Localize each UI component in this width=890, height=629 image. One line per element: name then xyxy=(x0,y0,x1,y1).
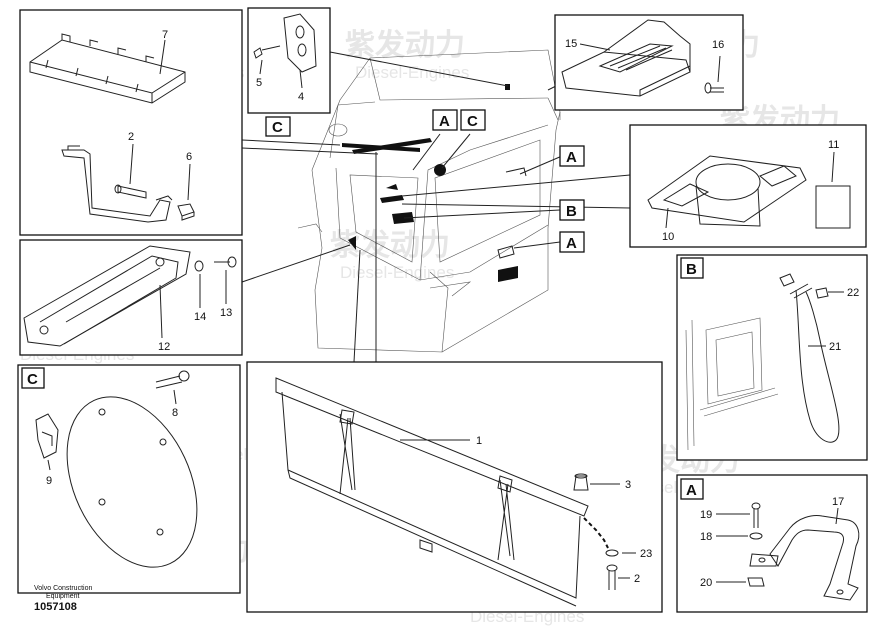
callout-12: 12 xyxy=(158,341,170,353)
part-16-screw xyxy=(704,82,724,94)
footer-brand-line2: Equipment xyxy=(46,593,80,600)
part-22-clip xyxy=(779,273,829,299)
detail-label-a xyxy=(680,478,704,500)
part-15-tray xyxy=(561,19,691,97)
view-label-c-1-text: C xyxy=(272,119,283,136)
part-6-nut xyxy=(177,203,195,221)
callout-21: 21 xyxy=(829,341,841,353)
callout-8: 8 xyxy=(172,407,178,419)
part-4-bracket xyxy=(283,13,317,73)
part-2-bracket xyxy=(61,145,173,223)
callout-2-top: 2 xyxy=(128,131,134,143)
detail-box-c xyxy=(17,364,241,594)
callout-2-bottom: 2 xyxy=(634,573,640,585)
detail-label-b xyxy=(680,257,704,279)
part-14-washer xyxy=(194,260,204,272)
part-12-grab-handle xyxy=(23,245,191,347)
part-8-screw xyxy=(155,370,190,389)
view-label-c-1 xyxy=(265,116,291,137)
watermark-cn-2: 紫发动力 xyxy=(345,28,465,63)
detail-label-c-text: C xyxy=(27,371,38,388)
detail-box-handrail xyxy=(19,9,243,236)
detail-box-tray xyxy=(554,14,744,111)
part-20-nut xyxy=(747,577,765,587)
callout-20: 20 xyxy=(700,577,712,589)
view-label-a-3 xyxy=(559,231,585,253)
callout-18: 18 xyxy=(700,531,712,543)
callout-14: 14 xyxy=(194,311,206,323)
callout-7: 7 xyxy=(162,29,168,41)
detail-label-c xyxy=(21,367,45,389)
view-label-c-2-text: C xyxy=(467,113,478,130)
part-7-cover xyxy=(29,33,186,104)
callout-9: 9 xyxy=(46,475,52,487)
part-9-clip xyxy=(35,413,59,459)
part-10-cupholder xyxy=(647,155,807,227)
part-18-washer xyxy=(749,532,763,540)
part-13-screw xyxy=(214,256,237,268)
detail-box-sunshade xyxy=(246,361,663,613)
callout-23: 23 xyxy=(640,548,652,560)
watermark-en-4: Diesel-Engines xyxy=(340,263,454,282)
callout-19: 19 xyxy=(700,509,712,521)
cab-drawing xyxy=(297,49,561,353)
part-cover-disc xyxy=(66,396,198,568)
view-label-a-1-text: A xyxy=(439,113,450,130)
view-label-a-1 xyxy=(432,109,458,131)
callout-10: 10 xyxy=(662,231,674,243)
callout-3: 3 xyxy=(625,479,631,491)
callout-22: 22 xyxy=(847,287,859,299)
callout-16: 16 xyxy=(712,39,724,51)
callout-5: 5 xyxy=(256,77,262,89)
callout-15: 15 xyxy=(565,38,577,50)
callout-17: 17 xyxy=(832,496,844,508)
detail-box-grab-handle xyxy=(19,239,243,356)
part-19-bolt xyxy=(751,502,761,528)
part-11-pad xyxy=(815,185,851,229)
part-1-sunshade xyxy=(275,377,589,607)
callout-6: 6 xyxy=(186,151,192,163)
detail-box-clip xyxy=(247,7,331,114)
leader-lines xyxy=(241,51,631,363)
part-3-knob xyxy=(573,473,589,491)
part-2-bolt xyxy=(606,564,618,590)
view-label-c-2 xyxy=(460,109,486,131)
footer-drawing-number: 1057108 xyxy=(34,601,77,613)
callout-1: 1 xyxy=(476,435,482,447)
part-21-cable xyxy=(789,283,840,443)
view-label-a-3-text: A xyxy=(566,235,577,252)
callout-4: 4 xyxy=(298,91,304,103)
part-17-handle xyxy=(749,515,860,601)
callout-11: 11 xyxy=(828,139,839,151)
footer-brand-line1: Volvo Construction xyxy=(34,585,92,592)
callout-13: 13 xyxy=(220,307,232,319)
view-label-a-2 xyxy=(559,145,585,167)
detail-label-b-text: B xyxy=(686,261,697,278)
part-23-washer xyxy=(605,549,619,557)
detail-box-b xyxy=(676,254,868,461)
part-panel-b xyxy=(685,317,779,451)
detail-box-a xyxy=(676,474,868,613)
part-5-screw xyxy=(253,45,281,59)
watermark-en-2: Diesel-Engines xyxy=(355,63,469,82)
detail-label-a-text: A xyxy=(686,482,697,499)
view-label-b-1-text: B xyxy=(566,203,577,220)
footer: Volvo Construction Equipment 1057108 xyxy=(34,585,92,613)
view-label-a-2-text: A xyxy=(566,149,577,166)
view-label-b-1 xyxy=(559,199,585,221)
